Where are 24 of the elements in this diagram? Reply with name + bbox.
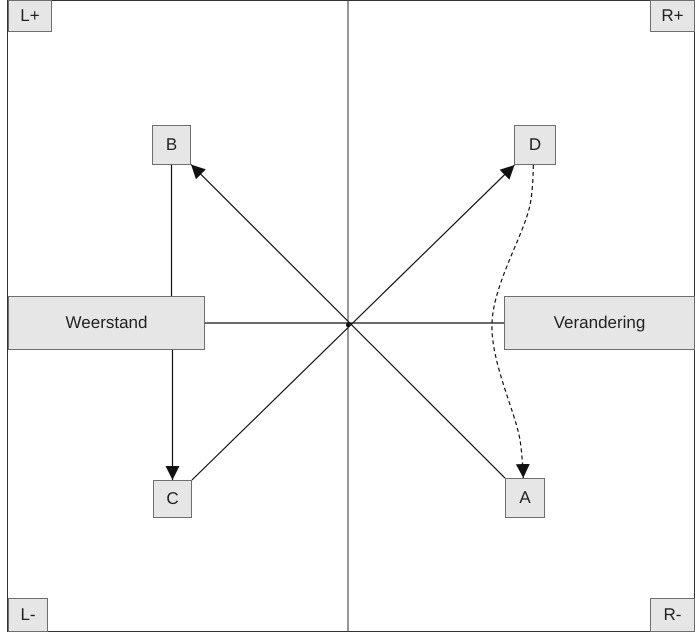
box-label: C [166,489,179,509]
label-box [514,125,556,165]
arrow [491,165,534,478]
box-label: B [166,135,178,155]
label-box [504,296,695,350]
label-box [505,478,545,518]
label-box [8,296,205,350]
label-box [650,0,695,32]
box-label: R- [664,605,682,625]
label-box [8,0,52,32]
box-label: R+ [661,6,684,26]
label-box [152,125,191,165]
connector-line [205,322,504,324]
connector-line [170,165,172,296]
box-label: A [519,488,531,508]
box-label: L- [20,605,36,625]
arrow [166,350,180,480]
box-label: Verandering [554,313,646,333]
label-box [650,598,695,632]
label-box [8,598,48,632]
box-label: Weerstand [66,313,148,333]
box-label: D [528,135,542,155]
box-label: L+ [20,6,40,26]
label-box [153,480,192,518]
